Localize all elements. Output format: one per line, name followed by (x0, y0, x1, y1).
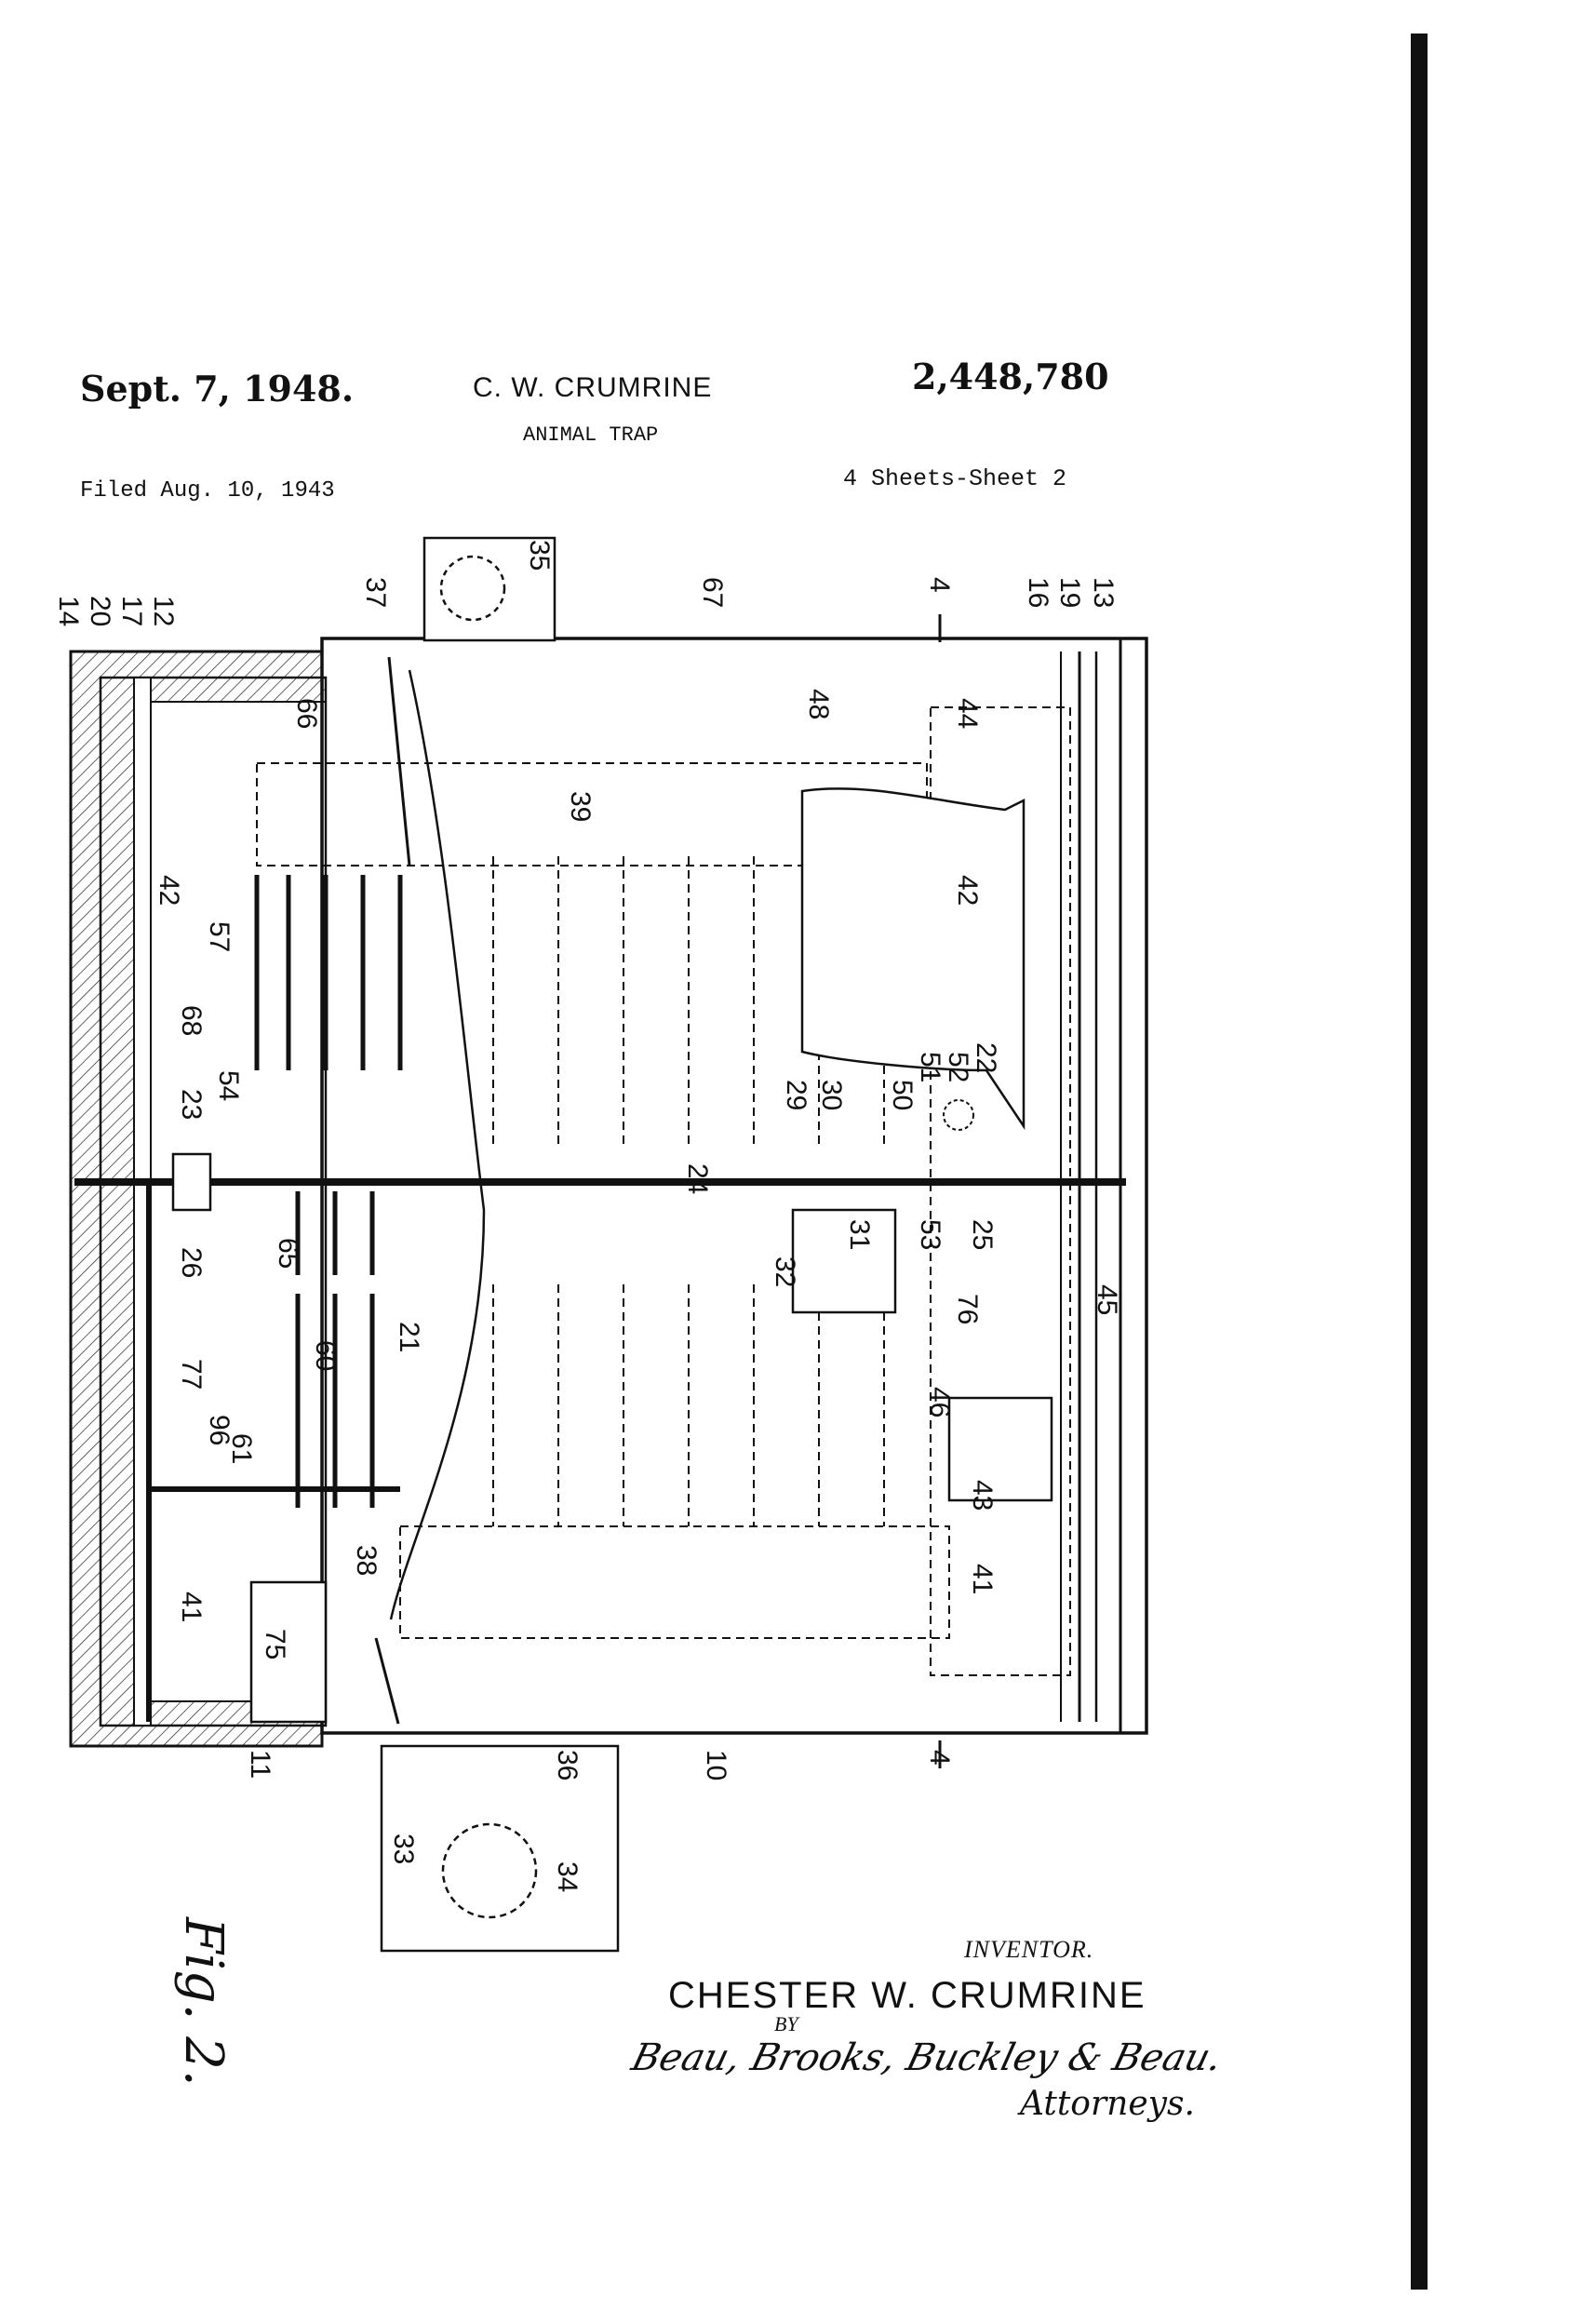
side-panel-20 (100, 677, 135, 1726)
ref-77: 77 (176, 1359, 207, 1390)
ref-17: 17 (116, 596, 147, 626)
ref-44: 44 (952, 698, 983, 729)
attorneys-label: Attorneys. (1020, 2085, 1195, 2123)
ref-51: 51 (915, 1052, 945, 1082)
inventor-label: INVENTOR. (964, 1936, 1094, 1963)
ref-48: 48 (803, 689, 834, 719)
ref-21: 21 (394, 1322, 424, 1352)
scan-edge-bar (1411, 34, 1428, 2290)
ref-76: 76 (952, 1294, 983, 1324)
ref-41-left: 41 (176, 1592, 207, 1622)
reference-numerals: 14 20 17 12 37 35 67 16 19 13 66 39 48 4… (53, 540, 1122, 2087)
bracket-23 (171, 1152, 212, 1212)
ref-26: 26 (176, 1247, 207, 1278)
ref-75: 75 (260, 1629, 290, 1659)
pivot-51 (943, 1099, 974, 1131)
ref-29: 29 (781, 1080, 811, 1110)
ref-33: 33 (388, 1834, 419, 1864)
break-line-21 (389, 669, 486, 1620)
upper-door-bracket (422, 536, 556, 642)
hidden-side-frame (930, 706, 1071, 1676)
ref-66: 66 (291, 698, 322, 729)
ref-22: 22 (971, 1042, 1001, 1073)
ref-53: 53 (915, 1219, 945, 1250)
lower-door-bracket (380, 1744, 620, 1953)
lower-door-pivot-34 (441, 1822, 538, 1919)
mechanism (74, 787, 1126, 1724)
ref-10: 10 (701, 1750, 731, 1780)
ref-32: 32 (770, 1256, 800, 1287)
ref-16: 16 (1023, 577, 1053, 608)
upper-door-pivot-35 (439, 555, 506, 622)
doors (374, 536, 620, 1953)
block-32 (791, 1208, 897, 1314)
ref-24: 24 (682, 1163, 713, 1194)
ref-35: 35 (524, 540, 555, 571)
upper-door-37 (387, 656, 411, 866)
section-mark-top: 4 (924, 577, 955, 593)
ref-50: 50 (887, 1080, 918, 1110)
ref-23: 23 (176, 1089, 207, 1120)
ref-36: 36 (552, 1750, 583, 1780)
ref-41-right: 41 (967, 1564, 998, 1594)
ref-65: 65 (273, 1238, 303, 1269)
outer-housing (69, 637, 1148, 1748)
ref-13: 13 (1088, 577, 1119, 608)
ref-96: 96 (204, 1415, 235, 1445)
inventor-short: C. W. CRUMRINE (473, 372, 713, 403)
housing-75 (249, 1580, 328, 1724)
ref-43: 43 (967, 1480, 998, 1511)
block-46 (947, 1396, 1053, 1502)
ref-42-right: 42 (952, 875, 983, 906)
ref-38: 38 (351, 1545, 382, 1576)
ref-45: 45 (1092, 1284, 1122, 1315)
ref-68: 68 (176, 1005, 207, 1036)
ref-31: 31 (844, 1219, 875, 1250)
ref-39: 39 (565, 791, 596, 822)
ref-30: 30 (816, 1080, 847, 1110)
patent-title: ANIMAL TRAP (523, 423, 659, 447)
top-ledge-12 (150, 677, 327, 703)
ref-61: 61 (226, 1433, 257, 1464)
ref-11: 11 (245, 1750, 275, 1779)
lower-door-38 (374, 1637, 400, 1725)
filed-date: Filed Aug. 10, 1943 (80, 478, 335, 504)
attorneys-signature: Beau, Brooks, Buckley & Beau. (627, 2036, 1227, 2079)
ref-25: 25 (967, 1219, 998, 1250)
ref-14: 14 (53, 596, 84, 626)
hidden-frame-41 (399, 1525, 950, 1639)
hidden-rods (256, 706, 1071, 1676)
inventor-name: CHESTER W. CRUMRINE (668, 1975, 1146, 2016)
ref-20: 20 (85, 596, 115, 626)
by-label: BY (774, 2012, 798, 2035)
ref-34: 34 (552, 1861, 583, 1892)
patent-date: Sept. 7, 1948. (80, 368, 355, 410)
grid-rods (254, 875, 403, 1508)
sheet-count: 4 Sheets-Sheet 2 (843, 465, 1067, 492)
ref-60: 60 (310, 1340, 341, 1371)
patent-number: 2,448,780 (912, 356, 1109, 397)
ref-12: 12 (148, 596, 179, 626)
bait-plate-48 (800, 787, 1026, 1131)
figure-label: Fig. 2. (173, 1916, 234, 2087)
hidden-frame-39 (256, 762, 928, 866)
ref-67: 67 (697, 577, 728, 608)
ref-37: 37 (360, 577, 391, 608)
ref-42-left: 42 (154, 875, 184, 906)
ref-54: 54 (213, 1070, 244, 1101)
ref-19: 19 (1054, 577, 1085, 608)
ref-57: 57 (204, 921, 235, 952)
ref-46: 46 (924, 1387, 955, 1417)
ref-52: 52 (943, 1052, 973, 1082)
